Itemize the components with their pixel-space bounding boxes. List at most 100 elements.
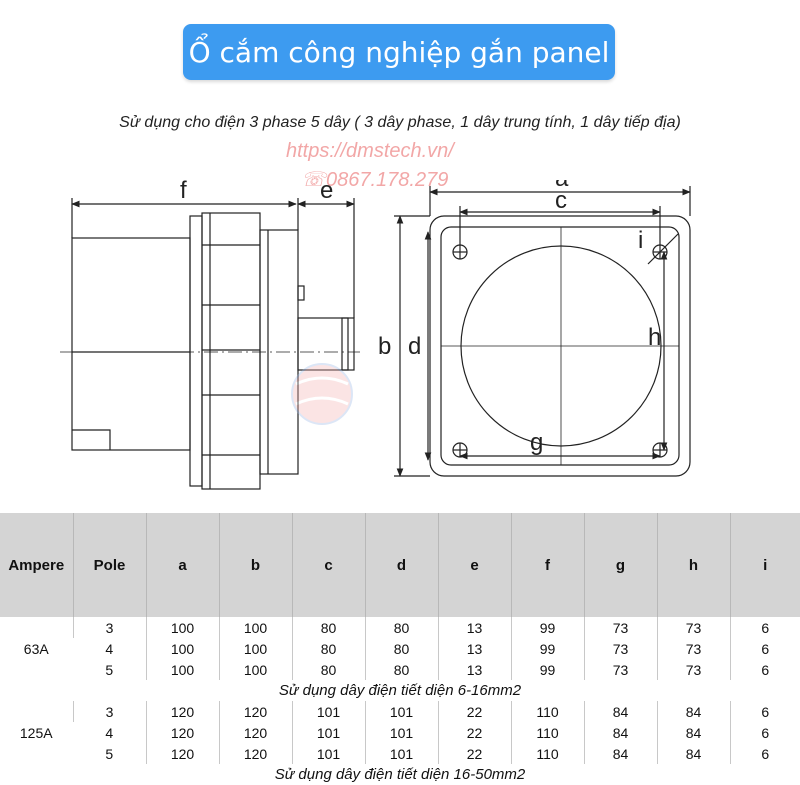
table-cell: 99 — [510, 617, 584, 638]
dim-label-a: a — [555, 180, 569, 192]
table-cell: 80 — [291, 638, 365, 659]
table-cell: 101 — [364, 743, 438, 764]
table-cell: 84 — [583, 722, 657, 743]
table-cell: 100 — [145, 659, 219, 680]
dim-label-i: i — [638, 227, 643, 254]
table-cell: 120 — [218, 722, 292, 743]
table-cell: 22 — [437, 701, 511, 722]
table-cell: 13 — [437, 659, 511, 680]
table-header-cell: g — [583, 513, 657, 617]
table-cell: 80 — [364, 638, 438, 659]
table-cell: 100 — [218, 659, 292, 680]
table-cell: 84 — [656, 722, 730, 743]
table-cell: 101 — [364, 722, 438, 743]
table-cell: 73 — [656, 659, 730, 680]
table-cell: 101 — [291, 722, 365, 743]
table-cell: 84 — [656, 701, 730, 722]
front-view — [394, 186, 691, 477]
table-cell: 99 — [510, 659, 584, 680]
table-cell: 73 — [583, 617, 657, 638]
table-header-cell: h — [656, 513, 730, 617]
table-note-row: Sử dụng dây điện tiết diện 6-16mm2 — [0, 680, 800, 701]
table-cell: 101 — [364, 701, 438, 722]
watermark-phone: ☏0867.178.279 — [301, 169, 449, 191]
dim-label-c: c — [555, 187, 567, 214]
table-cell: 100 — [218, 638, 292, 659]
table-header-cell: f — [510, 513, 584, 617]
table-cell: 5 — [105, 661, 114, 678]
dim-label-f: f — [180, 180, 187, 204]
table-cell: 100 — [218, 617, 292, 638]
dim-label-d: d — [408, 333, 421, 360]
table-cell: 120 — [218, 701, 292, 722]
table-header-cell: Ampere — [0, 513, 73, 617]
ampere-cell: 125A — [19, 724, 53, 741]
page-title: Ổ cắm công nghiệp gắn panel — [183, 24, 615, 80]
table-cell: 120 — [145, 701, 219, 722]
table-cell: 3 — [72, 617, 146, 638]
dim-label-b: b — [378, 333, 391, 360]
table-cell: 13 — [437, 638, 511, 659]
table-cell: 80 — [291, 617, 365, 638]
wire-size-note: Sử dụng dây điện tiết diện 16-50mm2 — [274, 766, 526, 783]
table-header-cell: c — [291, 513, 365, 617]
table-cell: 100 — [145, 617, 219, 638]
table-cell: 110 — [510, 701, 584, 722]
table-cell: 6 — [729, 743, 800, 764]
table-cell: 99 — [510, 638, 584, 659]
table-cell: 6 — [729, 701, 800, 722]
table-cell: 80 — [364, 659, 438, 680]
table-cell: 73 — [656, 638, 730, 659]
table-cell: 84 — [656, 743, 730, 764]
table-header-cell: Pole — [72, 513, 146, 617]
table-note-row: Sử dụng dây điện tiết diện 16-50mm2 — [0, 764, 800, 785]
table-cell: 6 — [729, 659, 800, 680]
dim-label-e: e — [320, 180, 333, 204]
dimension-labels: f e a c b d h g i — [180, 180, 661, 456]
dim-label-g: g — [530, 429, 543, 456]
table-cell: 84 — [583, 701, 657, 722]
table-cell: 101 — [291, 701, 365, 722]
wire-size-note: Sử dụng dây điện tiết diện 6-16mm2 — [278, 682, 522, 699]
table-header-cell: a — [145, 513, 219, 617]
table-header-cell: i — [729, 513, 800, 617]
table-cell: 3 — [72, 701, 146, 722]
watermark-logo — [291, 363, 353, 425]
table-cell: 73 — [583, 659, 657, 680]
table-cell: 4 — [105, 724, 114, 741]
table-cell: 4 — [105, 640, 114, 657]
table-cell: 73 — [656, 617, 730, 638]
technical-drawing: f e a c b d h g i — [60, 180, 691, 490]
table-cell: 110 — [510, 743, 584, 764]
table-cell: 6 — [729, 638, 800, 659]
table-cell: 6 — [729, 617, 800, 638]
table-cell: 101 — [291, 743, 365, 764]
table-cell: 13 — [437, 617, 511, 638]
table-cell: 120 — [145, 722, 219, 743]
table-cell: 6 — [729, 722, 800, 743]
table-cell: 73 — [583, 638, 657, 659]
table-cell: 5 — [105, 745, 114, 762]
side-view — [60, 198, 360, 490]
table-cell: 22 — [437, 743, 511, 764]
table-cell: 100 — [145, 638, 219, 659]
table-cell: 80 — [364, 617, 438, 638]
table-cell: 84 — [583, 743, 657, 764]
table-header-cell: e — [437, 513, 511, 617]
usage-subtitle: Sử dụng cho điện 3 phase 5 dây ( 3 dây p… — [119, 114, 681, 131]
watermark-url: https://dmstech.vn/ — [286, 140, 454, 162]
dim-label-h: h — [648, 324, 661, 351]
table-cell: 120 — [218, 743, 292, 764]
ampere-cell: 63A — [23, 640, 49, 657]
table-cell: 120 — [145, 743, 219, 764]
table-header-cell: b — [218, 513, 292, 617]
table-header-cell: d — [364, 513, 438, 617]
